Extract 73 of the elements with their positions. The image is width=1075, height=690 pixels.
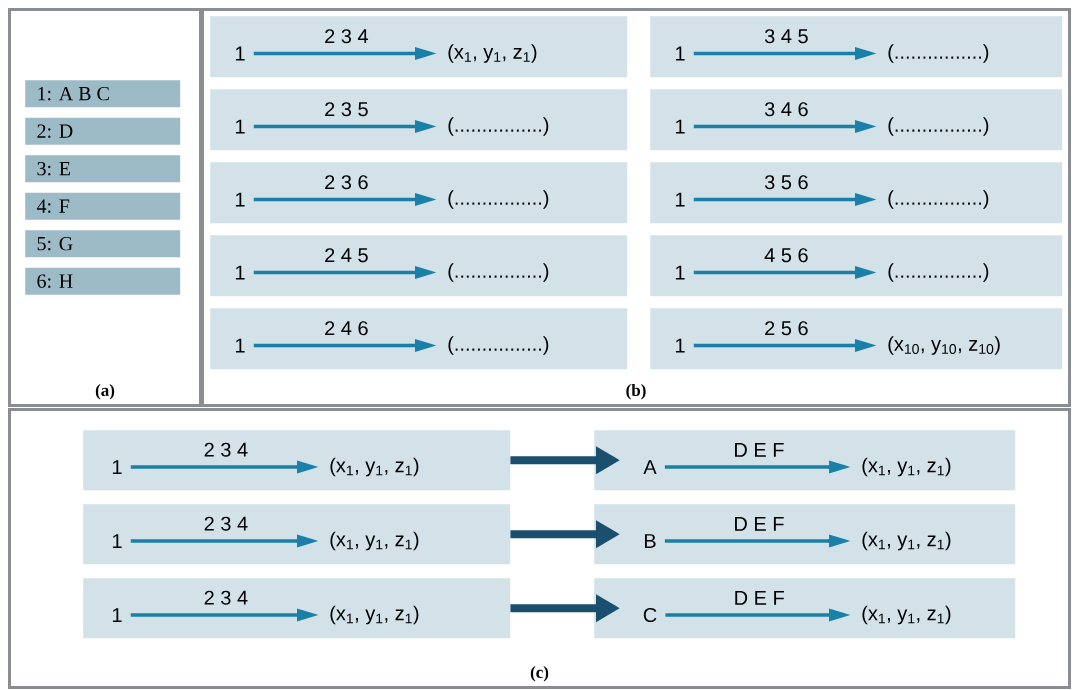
edge-label: 2 3 4 [325,29,368,44]
start-label: 1 [675,338,685,353]
list-item: 1: A B C [25,80,181,108]
sequence-cell [650,16,1063,78]
edge-label: 2 5 6 [765,321,808,336]
start-label: C [643,607,657,623]
edge-label: 2 3 4 [204,516,248,531]
coordinate-tuple: (x$_{1}$, y$_{1}$, z$_{1}$) [330,531,419,551]
edge-label: 4 5 6 [764,248,808,263]
coordinate-tuple: (x$_{1}$, y$_{1}$, z$_{1}$) [330,457,419,477]
start-label: 1 [235,265,245,280]
coordinate-tuple: (................) [448,117,549,136]
list-item: 6: H [25,267,181,295]
coordinate-tuple: (x$_{1}$, y$_{1}$, z$_{1}$) [448,44,537,63]
start-label: 1 [112,534,122,548]
sequence-cell [650,235,1063,297]
edge-label: 2 4 6 [325,321,368,336]
start-label: 1 [675,46,685,61]
sequence-cell [210,235,628,297]
start-label: 1 [675,265,685,280]
start-label: 1 [675,119,685,134]
edge-label: 2 3 6 [325,175,368,190]
sequence-cell [210,308,628,370]
edge-label: 2 4 5 [325,248,368,263]
sequence-cell [650,89,1063,151]
coordinate-tuple: (................) [448,190,549,209]
start-label: 1 [675,192,685,207]
start-label: 1 [235,192,245,207]
coordinate-tuple: (................) [448,336,549,355]
sequence-cell [83,430,511,491]
start-label: 1 [112,608,122,622]
coordinate-tuple: (................) [888,44,989,63]
sequence-cell [594,578,1016,639]
list-item: 2: D [25,117,181,145]
edge-label: D E F [735,591,784,605]
coordinate-tuple: (................) [888,263,989,282]
sequence-cell [594,430,1016,491]
edge-label: D E F [735,443,784,457]
sequence-cell [650,308,1063,370]
edge-label: 2 3 5 [325,102,368,117]
coordinate-tuple: (x$_{1}$, y$_{1}$, z$_{1}$) [862,457,951,477]
start-label: B [645,534,656,548]
panel-caption: (c) [530,666,549,682]
list-item: 5: G [25,230,181,258]
sequence-cell [210,89,628,151]
start-label: 1 [235,338,245,353]
list-item: 3: E [25,155,181,183]
panel-caption: (b) [626,384,646,400]
edge-label: D E F [735,517,784,531]
sequence-cell [83,578,511,639]
list-item: 4: F [25,192,181,220]
start-label: 1 [235,119,245,134]
start-label: 1 [235,46,245,61]
sequence-cell [650,162,1063,224]
edge-label: 3 5 6 [764,175,808,190]
edge-label: 2 3 4 [204,590,248,605]
edge-label: 3 4 5 [764,29,808,44]
start-label: 1 [112,460,122,474]
sequence-cell [83,504,511,565]
coordinate-tuple: (x$_{10}$, y$_{10}$, z$_{10}$) [888,336,1000,355]
coordinate-tuple: (................) [888,117,989,136]
coordinate-tuple: (x$_{1}$, y$_{1}$, z$_{1}$) [862,605,951,625]
start-label: A [643,460,657,474]
sequence-cell [210,16,628,78]
panel-caption: (a) [95,384,115,400]
coordinate-tuple: (................) [448,263,549,282]
coordinate-tuple: (x$_{1}$, y$_{1}$, z$_{1}$) [330,605,419,625]
coordinate-tuple: (................) [888,190,989,209]
edge-label: 3 4 6 [764,102,808,117]
sequence-cell [210,162,628,224]
coordinate-tuple: (x$_{1}$, y$_{1}$, z$_{1}$) [862,531,951,551]
sequence-cell [594,504,1016,565]
edge-label: 2 3 4 [204,442,248,457]
